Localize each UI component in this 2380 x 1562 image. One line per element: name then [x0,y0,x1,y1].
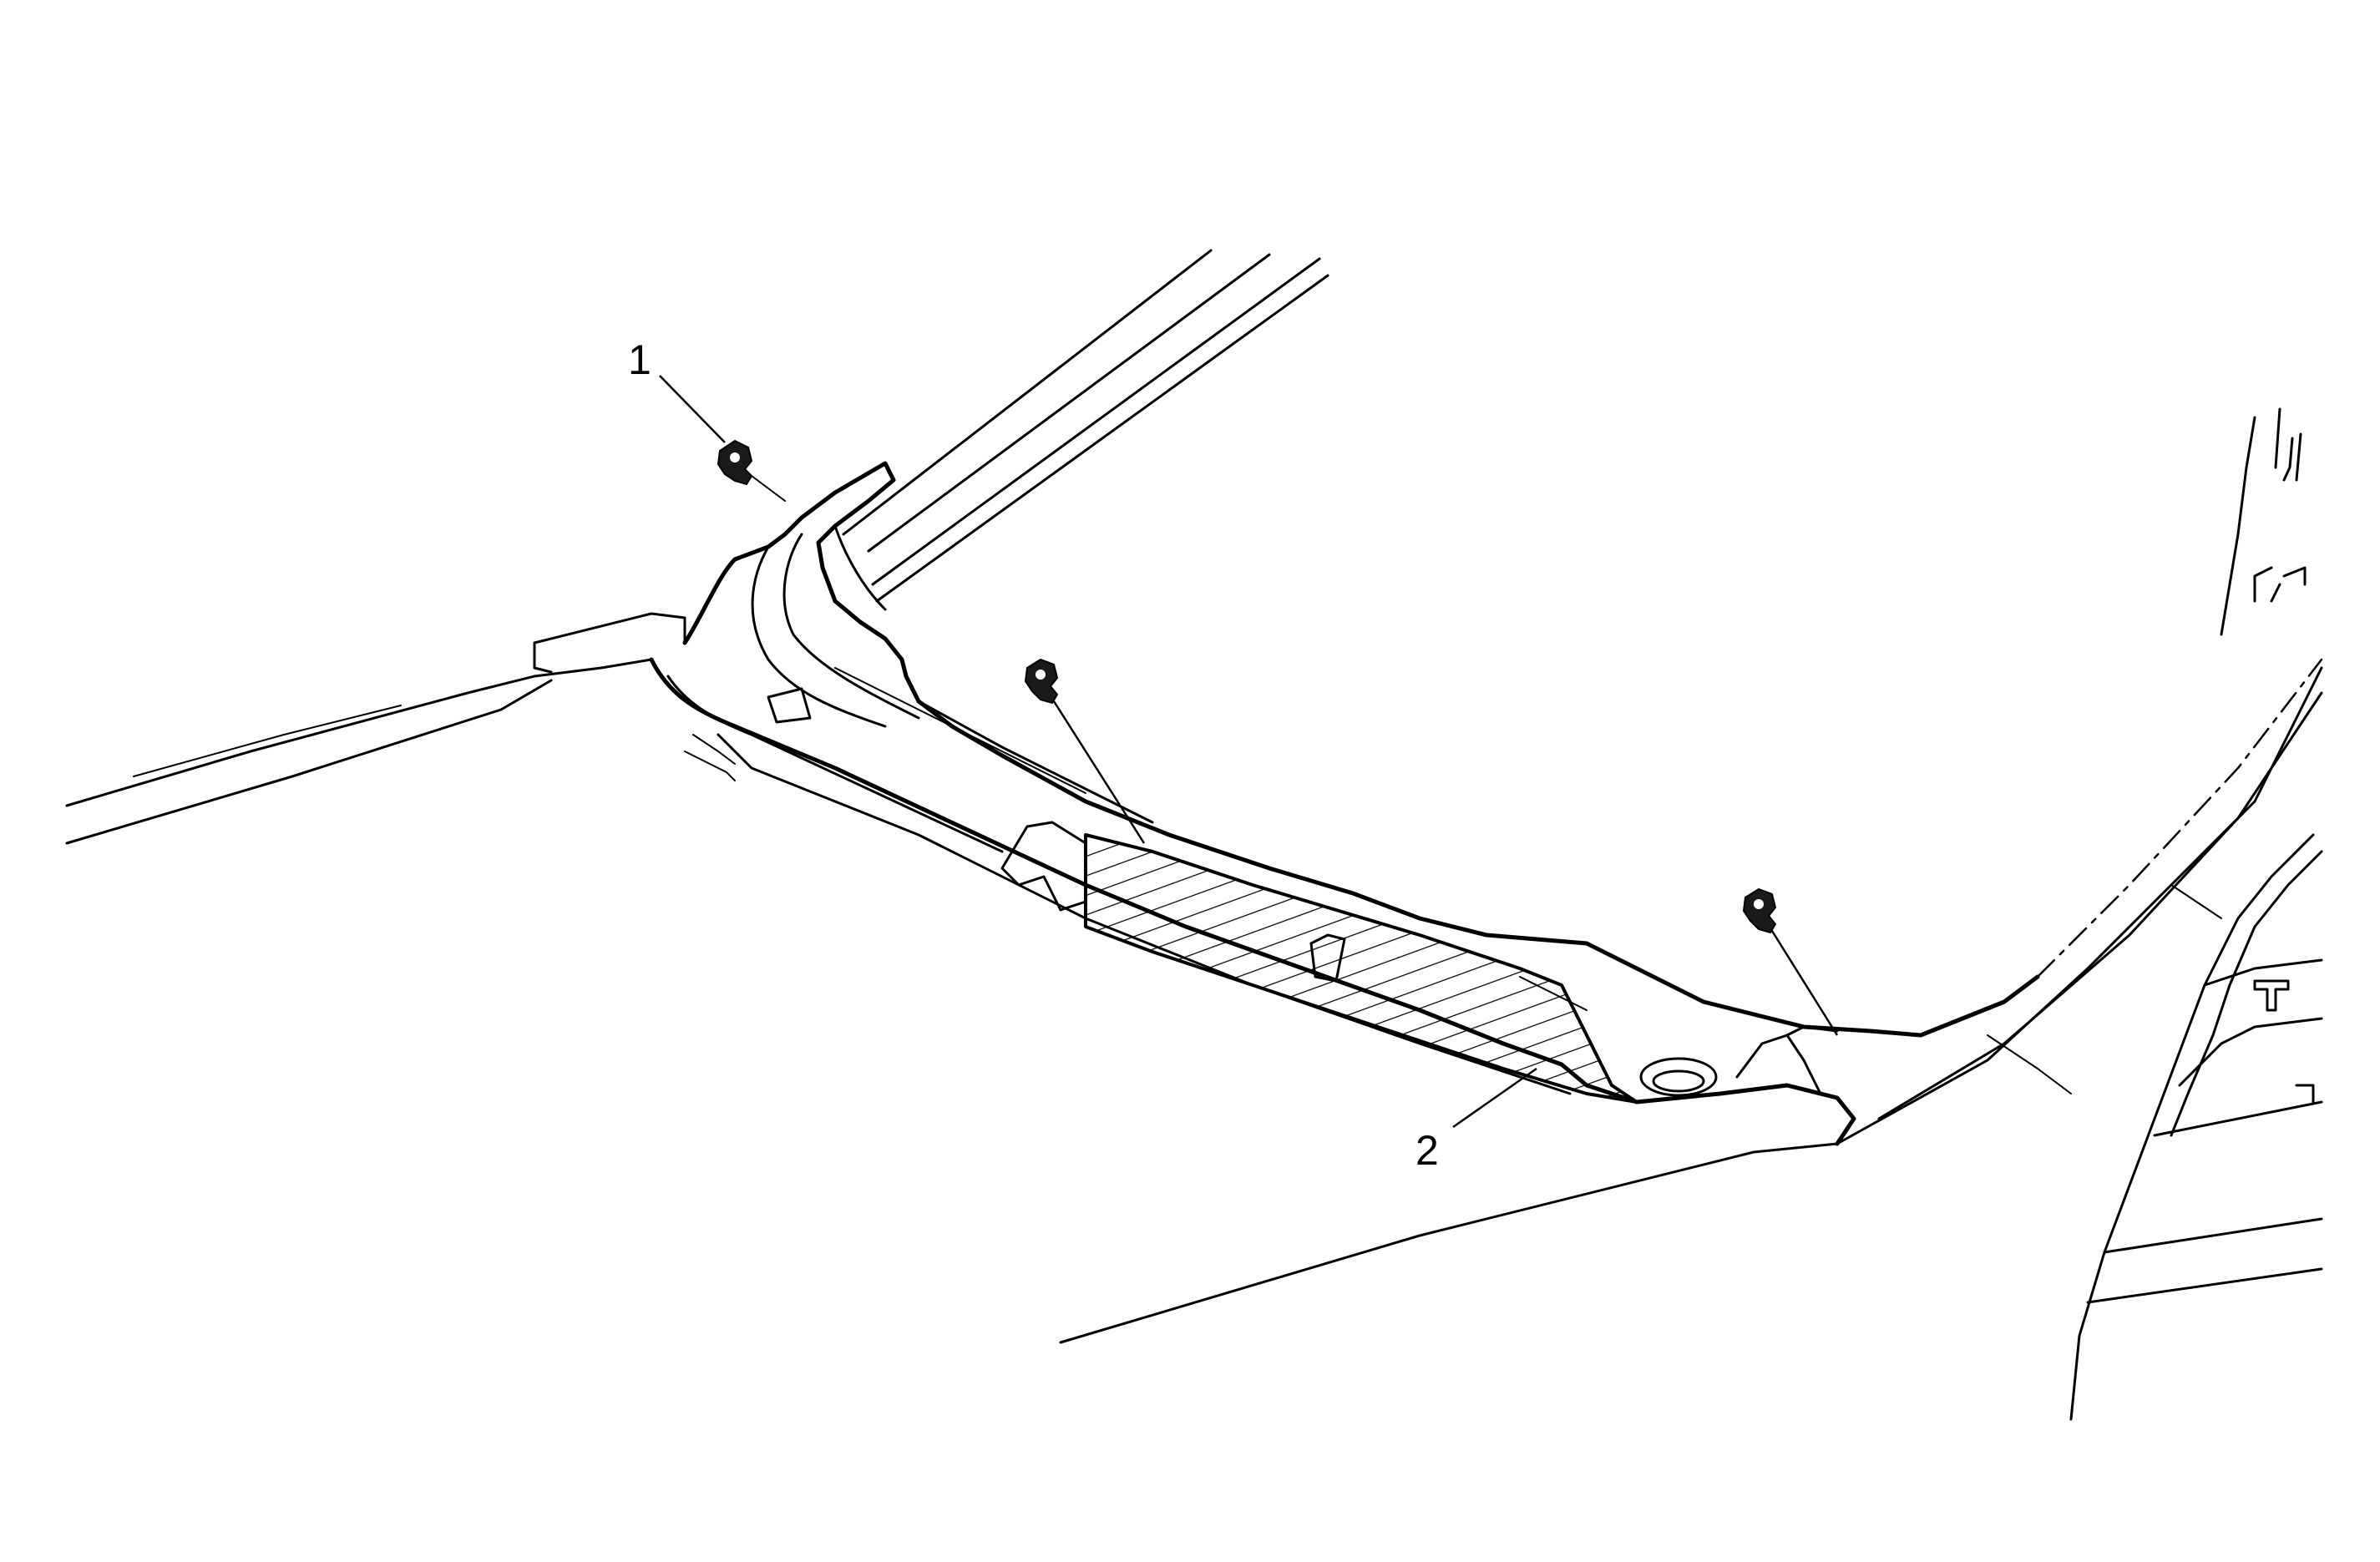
side-body [2069,407,2323,1421]
cowl-grille-hatched [1084,833,1638,1104]
hood-right-edge [1059,658,2323,1344]
hood-left-edge [65,612,686,845]
callout-label-1: 1 [628,336,651,383]
cowl-panel [649,461,2040,1146]
cowl-tabs [684,687,1839,1097]
fastener-clip-right [1742,887,1777,934]
callout-label-2: 2 [1415,1127,1439,1174]
fastener-clip-1 [717,439,786,502]
leader-lines [659,375,1839,1129]
windshield-outline [842,249,1329,603]
fastener-clip-center [1024,658,1059,705]
